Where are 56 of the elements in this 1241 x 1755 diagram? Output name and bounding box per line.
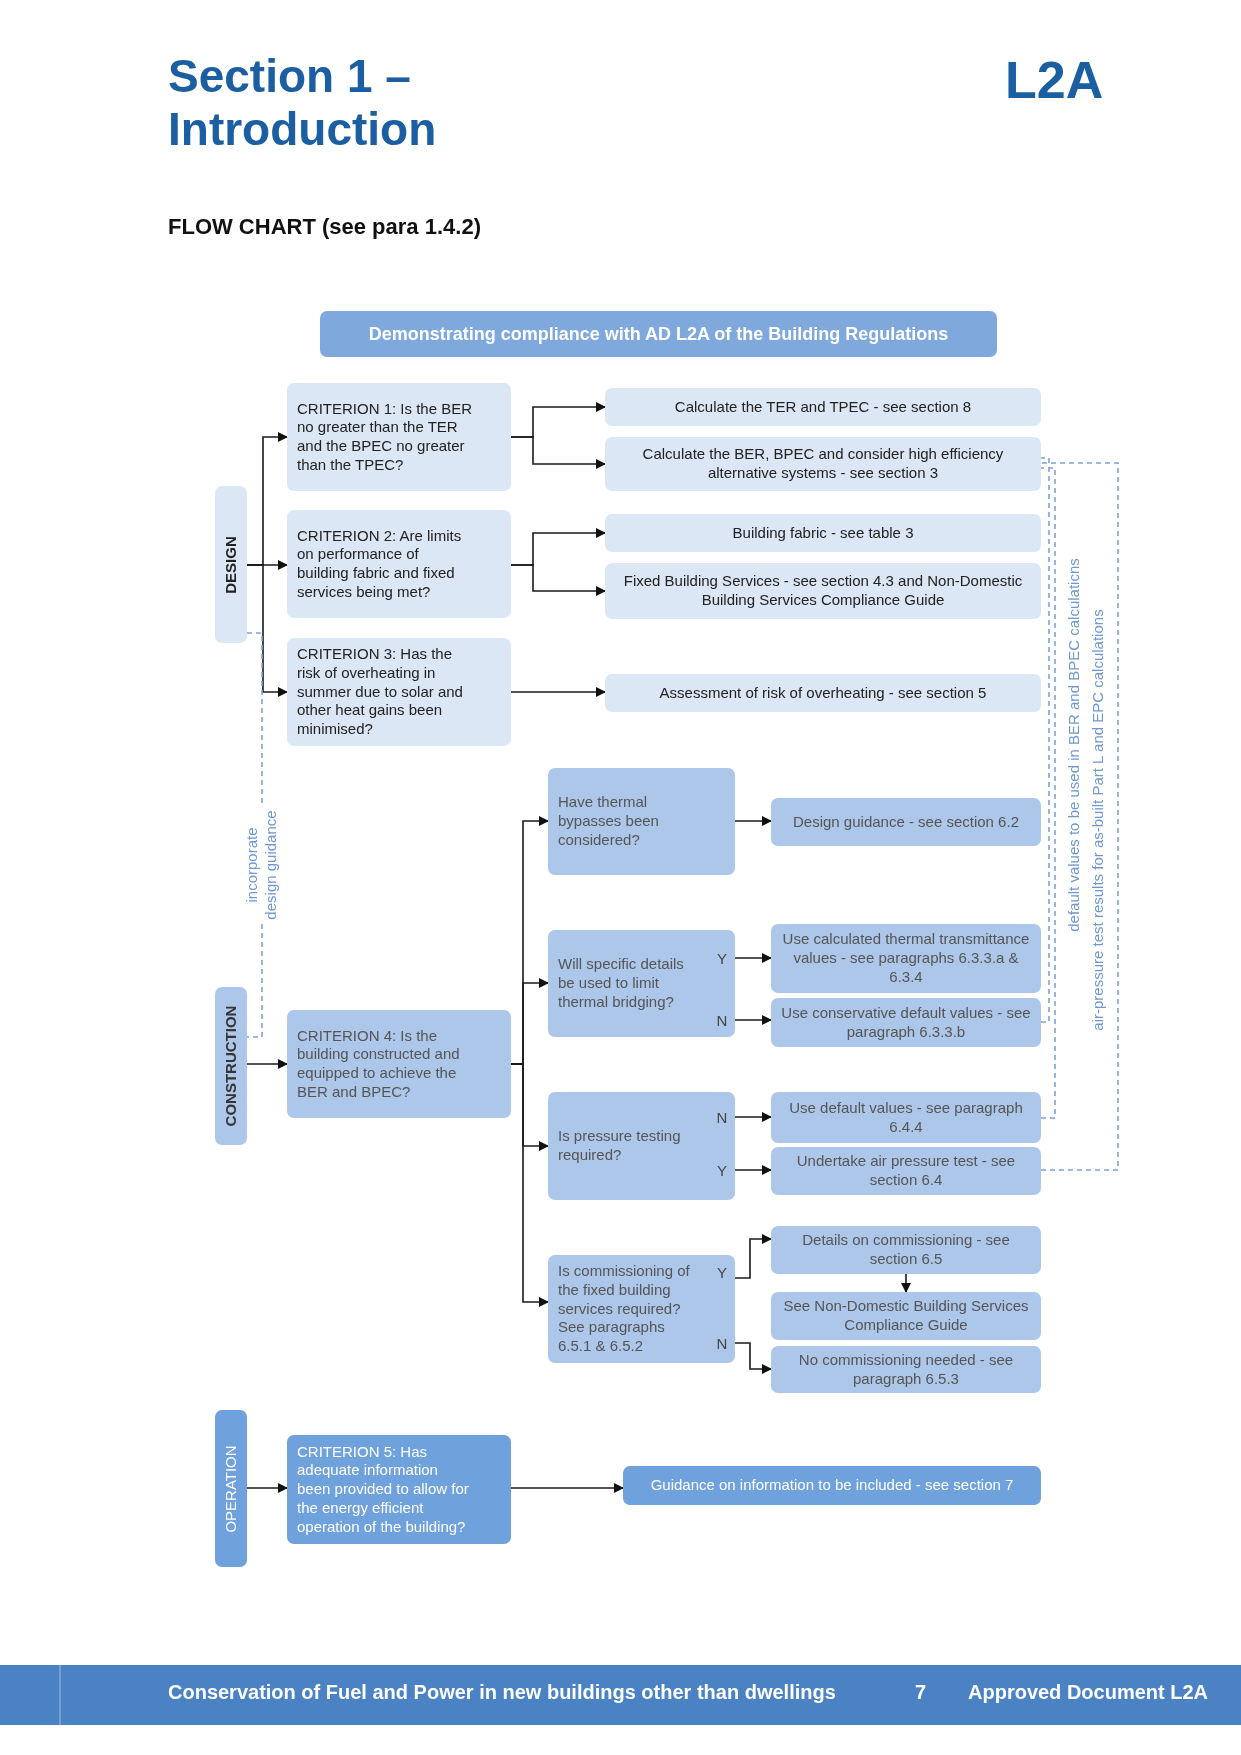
arrow bbox=[734, 816, 772, 826]
process-box: Use conservative default values - see paragraph 6.3.3.b bbox=[771, 998, 1041, 1047]
decision-box: Have thermal bypasses been considered? bbox=[548, 768, 735, 875]
stage-band: DESIGN bbox=[215, 486, 247, 643]
edge-label: N bbox=[716, 1108, 728, 1126]
arrow bbox=[510, 564, 606, 596]
footer-text: Approved Document L2A bbox=[968, 1681, 1209, 1704]
arrow bbox=[246, 1059, 288, 1069]
arrow bbox=[510, 687, 606, 697]
process-box: Details on commissioning - see section 6.5 bbox=[771, 1226, 1041, 1274]
edge-label: Y bbox=[717, 1161, 727, 1179]
page-number: 7 bbox=[915, 1681, 927, 1704]
arrow bbox=[510, 1063, 549, 1307]
arrow bbox=[734, 1112, 772, 1122]
process-box: Fixed Building Services - see section 4.3 and Non-Domestic Building Services Compliance Guide bbox=[605, 563, 1041, 619]
stage-band: CONSTRUCTION bbox=[215, 987, 247, 1145]
edge-label: N bbox=[716, 1011, 728, 1029]
process-box: Use default values - see paragraph 6.4.4 bbox=[771, 1092, 1041, 1143]
criterion-box: CRITERION 1: Is the BER no greater than the TER and the BPEC no greater than the TPEC? bbox=[287, 383, 511, 491]
arrow bbox=[734, 1342, 772, 1374]
dashed-connector bbox=[1040, 467, 1056, 1119]
process-box: Use calculated thermal transmittance values - see paragraphs 6.3.3.a & 6.3.4 bbox=[771, 924, 1041, 993]
process-box: Calculate the BER, BPEC and consider high efficiency alternative systems - see section 3 bbox=[605, 437, 1041, 491]
arrow bbox=[510, 1483, 624, 1493]
dashed-connector bbox=[1040, 457, 1050, 1023]
criterion-box: CRITERION 3: Has the risk of overheating in summer due to solar and other heat gains been minimised? bbox=[287, 638, 511, 746]
dashed-connector bbox=[1040, 462, 1119, 1171]
arrow bbox=[246, 1483, 288, 1493]
footer-text: Conservation of Fuel and Power in new buildings other than dwellings bbox=[168, 1681, 836, 1704]
header-box: Demonstrating compliance with AD L2A of the Building Regulations bbox=[320, 311, 997, 357]
arrow bbox=[901, 1273, 911, 1293]
criterion-box: CRITERION 2: Are limits on performance of building fabric and fixed services being met? bbox=[287, 510, 511, 618]
edge-label: incorporate design guidance bbox=[243, 807, 281, 923]
process-box: Calculate the TER and TPEC - see section 8 bbox=[605, 388, 1041, 426]
arrow bbox=[734, 1015, 772, 1025]
process-box: Assessment of risk of overheating - see section 5 bbox=[605, 674, 1041, 712]
arrow bbox=[510, 436, 606, 469]
process-box: Guidance on information to be included - see section 7 bbox=[623, 1466, 1041, 1505]
chart-heading: FLOW CHART (see para 1.4.2) bbox=[168, 214, 481, 240]
arrow bbox=[734, 1234, 772, 1279]
page-title: Section 1 – Introduction bbox=[168, 50, 438, 156]
process-box: Design guidance - see section 6.2 bbox=[771, 798, 1041, 846]
edge-label: Y bbox=[717, 1263, 727, 1281]
process-box: See Non-Domestic Building Services Compliance Guide bbox=[771, 1292, 1041, 1340]
edge-label: N bbox=[716, 1334, 728, 1352]
section-code: L2A bbox=[1005, 50, 1104, 110]
process-box: Undertake air pressure test - see section 6.4 bbox=[771, 1147, 1041, 1195]
process-box: Building fabric - see table 3 bbox=[605, 514, 1041, 552]
criterion-box: CRITERION 4: Is the building constructed and equipped to achieve the BER and BPEC? bbox=[287, 1010, 511, 1118]
stage-band: OPERATION bbox=[215, 1410, 247, 1567]
arrow bbox=[734, 1165, 772, 1175]
arrow bbox=[734, 953, 772, 963]
edge-label: Y bbox=[717, 949, 727, 967]
arrow bbox=[246, 564, 288, 697]
criterion-box: CRITERION 5: Has adequate information been provided to allow for the energy efficient operation of the building? bbox=[287, 1435, 511, 1544]
process-box: No commissioning needed - see paragraph 6.5.3 bbox=[771, 1346, 1041, 1393]
